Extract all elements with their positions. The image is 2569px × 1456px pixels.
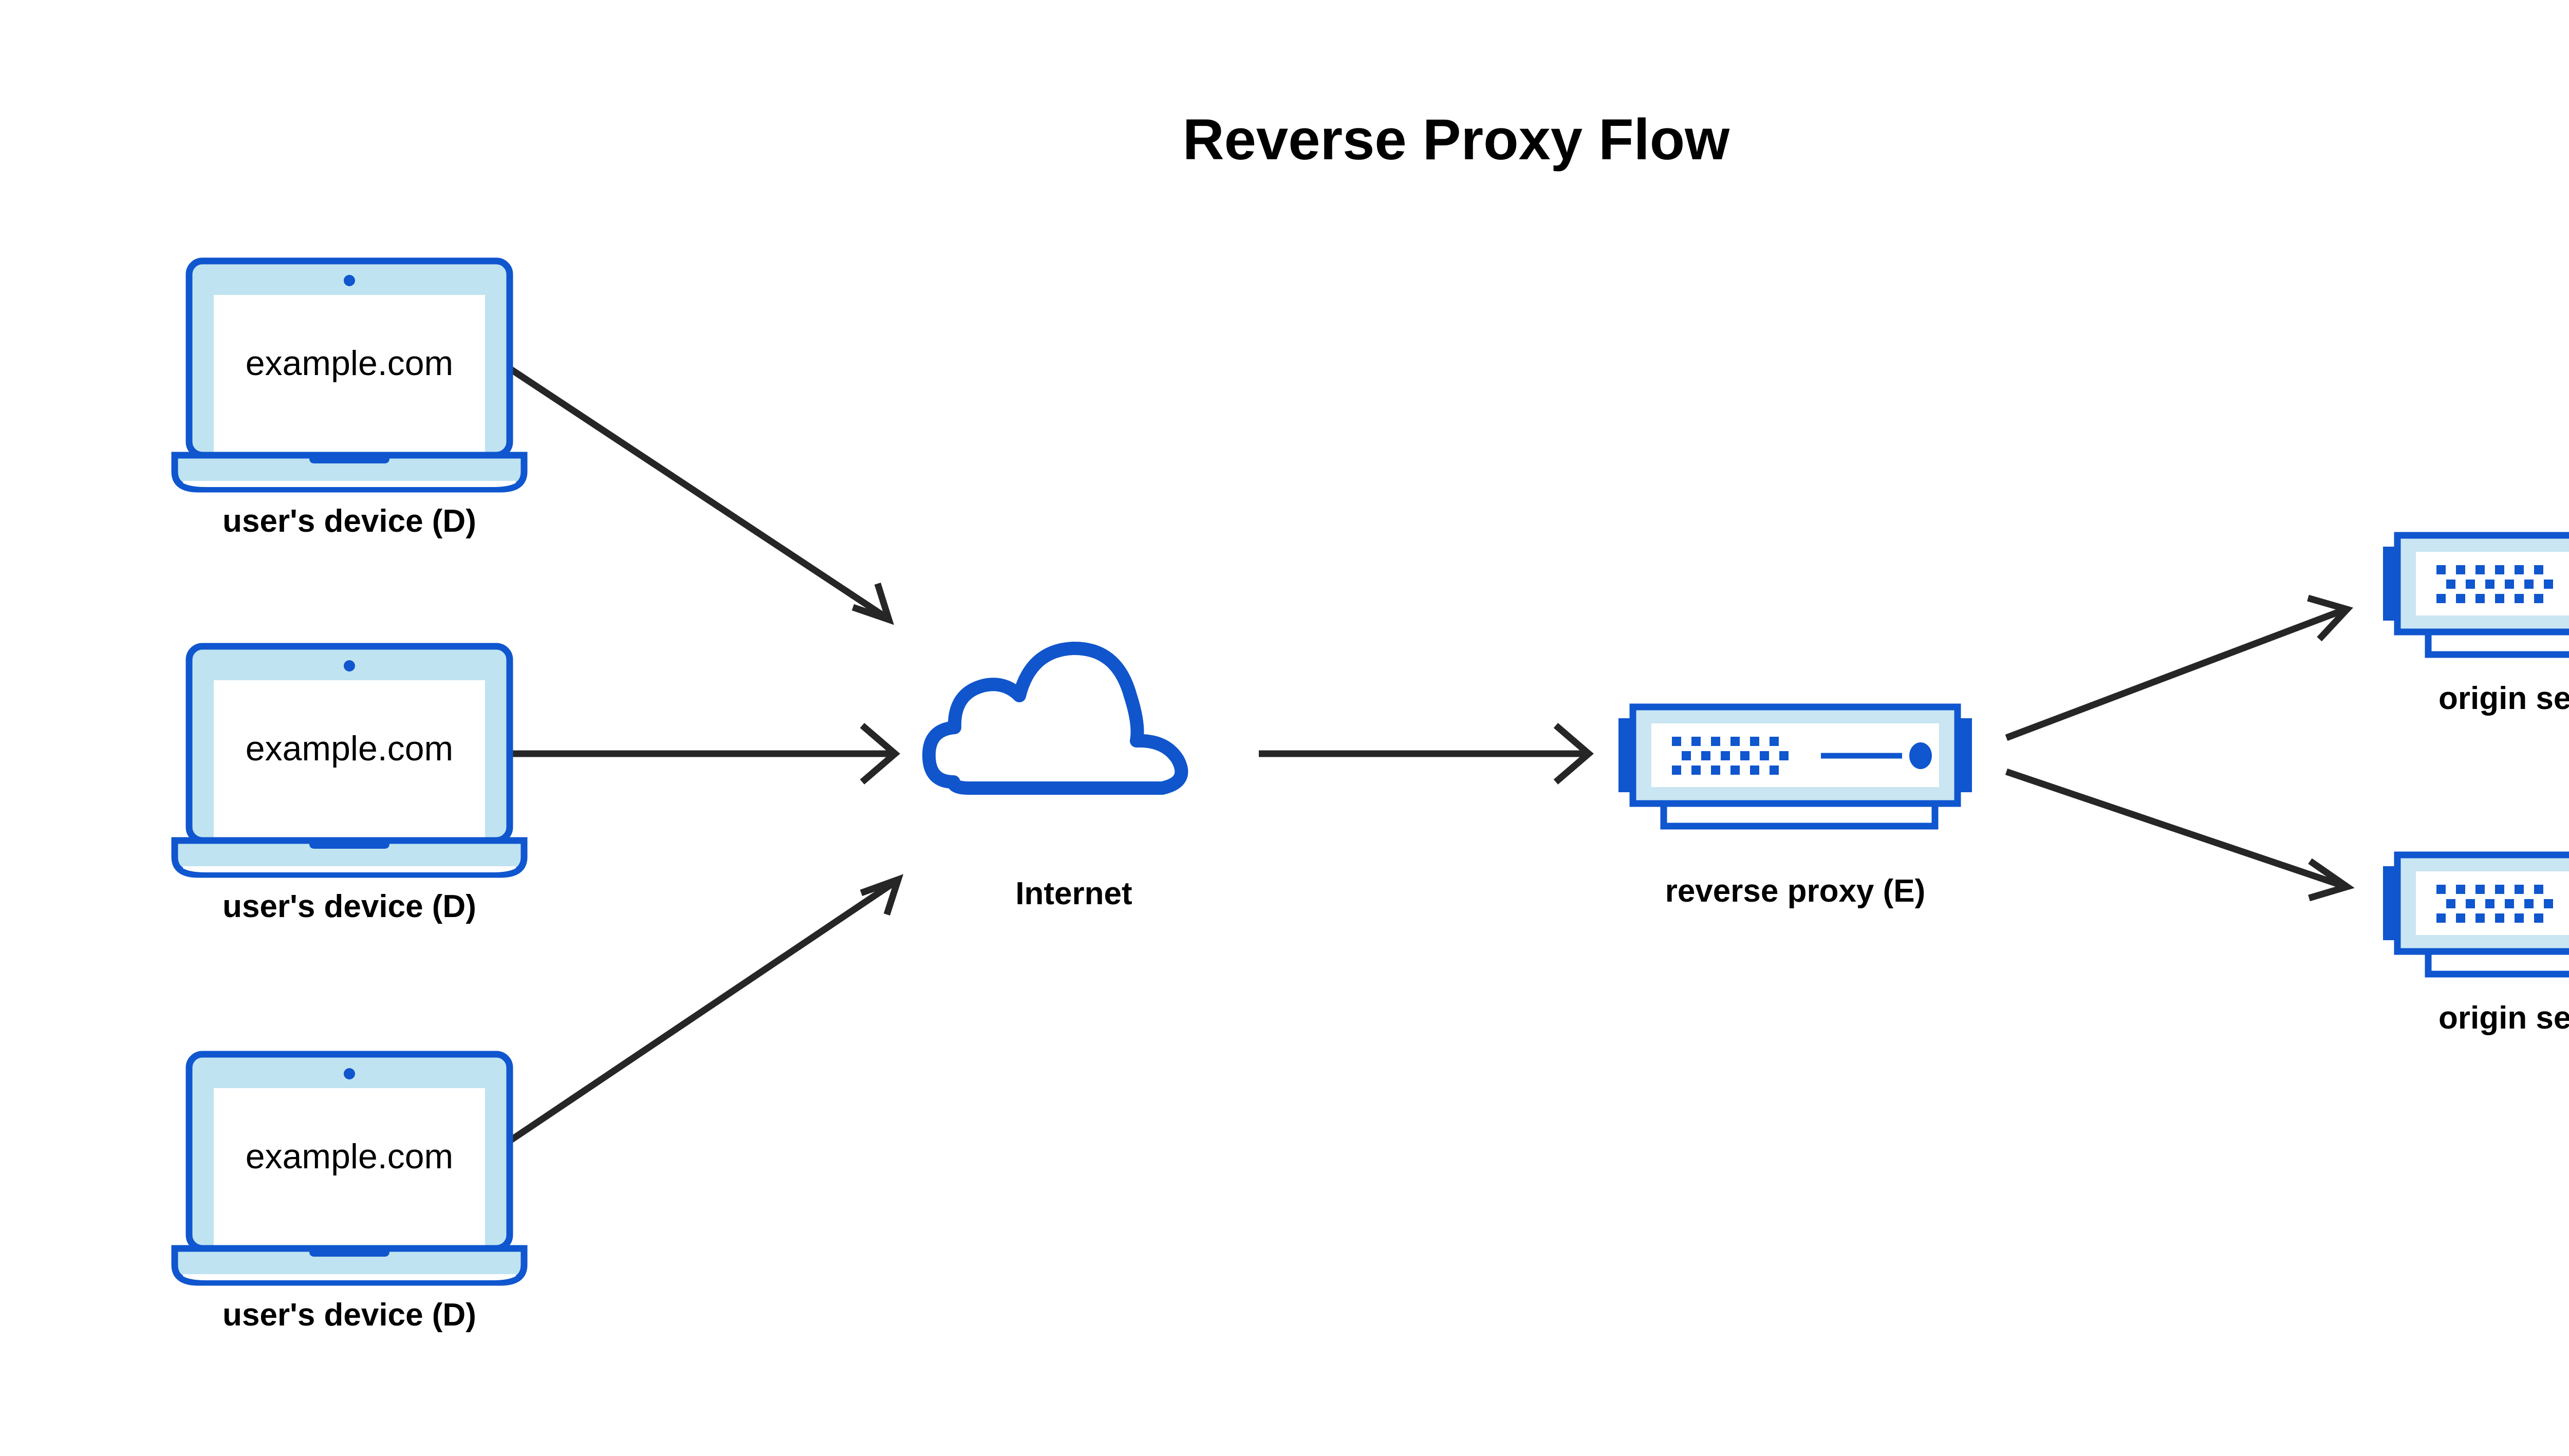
edge-client2-internet — [509, 723, 900, 785]
edge-proxy-origin1 — [2005, 594, 2353, 741]
internet-label: Internet — [1015, 876, 1132, 911]
edge-proxy-origin2 — [2005, 768, 2355, 902]
edge-layer — [507, 365, 2355, 1145]
node-reverse-proxy[interactable]: reverse proxy (E) — [1618, 707, 1972, 909]
edge-client3-internet — [507, 874, 904, 1145]
origin-server-label: origin server (F) — [2438, 681, 2569, 716]
client-screen-text: example.com — [246, 1137, 453, 1176]
edge-client1-internet — [507, 365, 895, 625]
client-label: user's device (D) — [222, 503, 476, 539]
server-icon — [1618, 707, 1972, 826]
node-origin-2[interactable]: origin server (F) — [2383, 855, 2569, 1036]
server-icon — [2383, 535, 2569, 655]
node-client-3[interactable]: example.com user's device (D) — [175, 1054, 524, 1333]
client-screen-text: example.com — [246, 729, 453, 768]
cloud-icon — [929, 648, 1181, 788]
origin-server-label: origin server (F) — [2438, 1000, 2569, 1036]
node-client-1[interactable]: example.com user's device (D) — [175, 261, 524, 539]
node-client-2[interactable]: example.com user's device (D) — [175, 646, 524, 924]
reverse-proxy-label: reverse proxy (E) — [1665, 873, 1926, 909]
node-internet[interactable]: Internet — [929, 648, 1181, 911]
server-icon — [2383, 855, 2569, 974]
edge-internet-proxy — [1259, 723, 1594, 785]
client-label: user's device (D) — [222, 1297, 476, 1333]
client-screen-text: example.com — [246, 344, 453, 383]
diagram-title: Reverse Proxy Flow — [1183, 107, 1730, 172]
node-origin-1[interactable]: origin server (F) — [2383, 535, 2569, 716]
client-label: user's device (D) — [222, 889, 476, 924]
